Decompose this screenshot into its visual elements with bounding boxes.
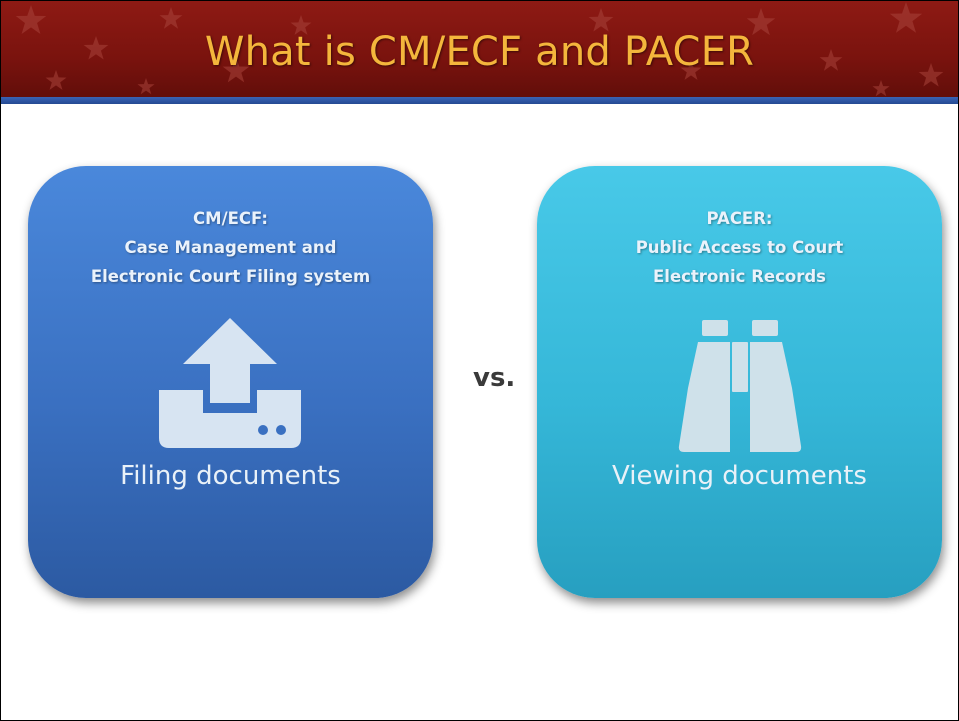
cmecf-heading-line: CM/ECF: <box>193 209 268 228</box>
cmecf-heading-line: Case Management and <box>124 238 337 257</box>
vs-label: vs. <box>473 363 516 393</box>
cmecf-heading-line: Electronic Court Filing system <box>90 267 371 286</box>
pacer-caption: Viewing documents <box>612 461 867 491</box>
cmecf-heading: CM/ECF: Case Management and Electronic C… <box>28 204 433 291</box>
binoculars-icon <box>678 320 802 452</box>
title-banner: What is CM/ECF and PACER <box>1 1 958 104</box>
cmecf-caption: Filing documents <box>120 461 341 491</box>
pacer-heading-line: Public Access to Court <box>635 238 844 257</box>
slide-title: What is CM/ECF and PACER <box>204 29 755 75</box>
cmecf-card: CM/ECF: Case Management and Electronic C… <box>28 166 433 598</box>
pacer-heading-line: Electronic Records <box>653 267 826 286</box>
pacer-card: PACER: Public Access to Court Electronic… <box>537 166 942 598</box>
banner-stripe <box>1 97 958 104</box>
upload-tray-icon <box>159 318 301 448</box>
pacer-heading-line: PACER: <box>706 209 773 228</box>
pacer-heading: PACER: Public Access to Court Electronic… <box>537 204 942 291</box>
